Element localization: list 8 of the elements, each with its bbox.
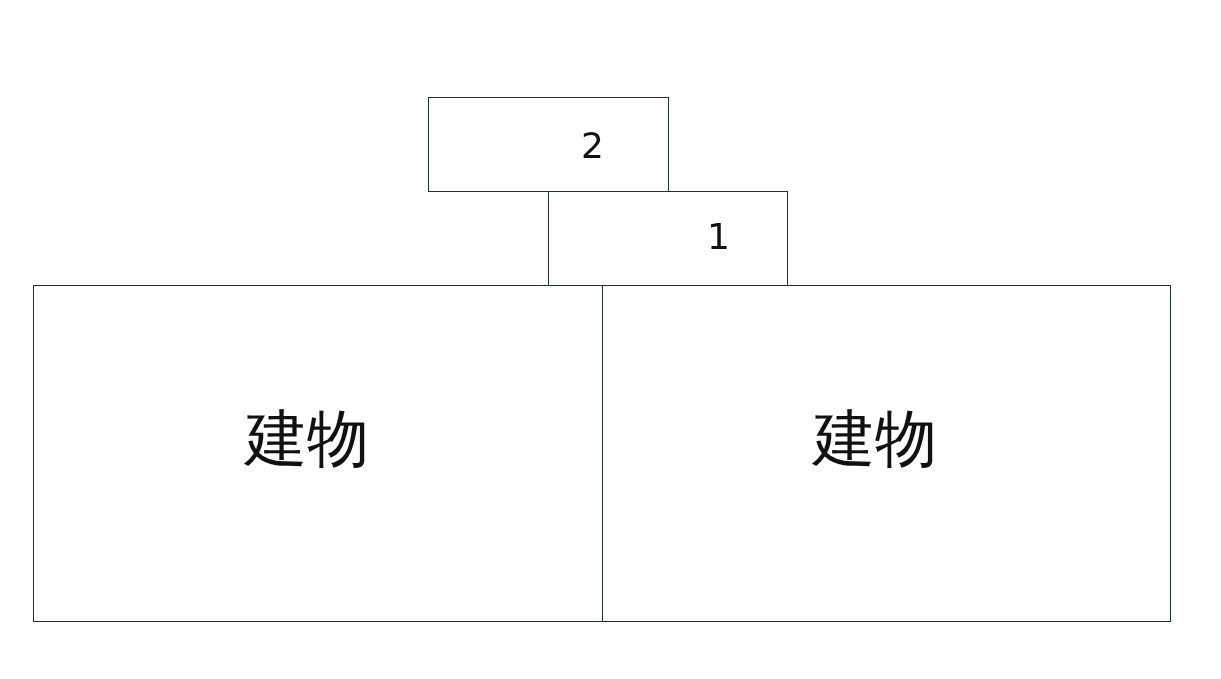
building-label: 建物 [245, 408, 369, 470]
building-label: 建物 [813, 408, 937, 470]
building-box [602, 285, 1171, 622]
box-number: 1 [707, 219, 730, 255]
building-box [33, 285, 603, 622]
box-number: 2 [581, 128, 604, 164]
upper-box [428, 97, 669, 192]
lower-box [548, 191, 788, 286]
